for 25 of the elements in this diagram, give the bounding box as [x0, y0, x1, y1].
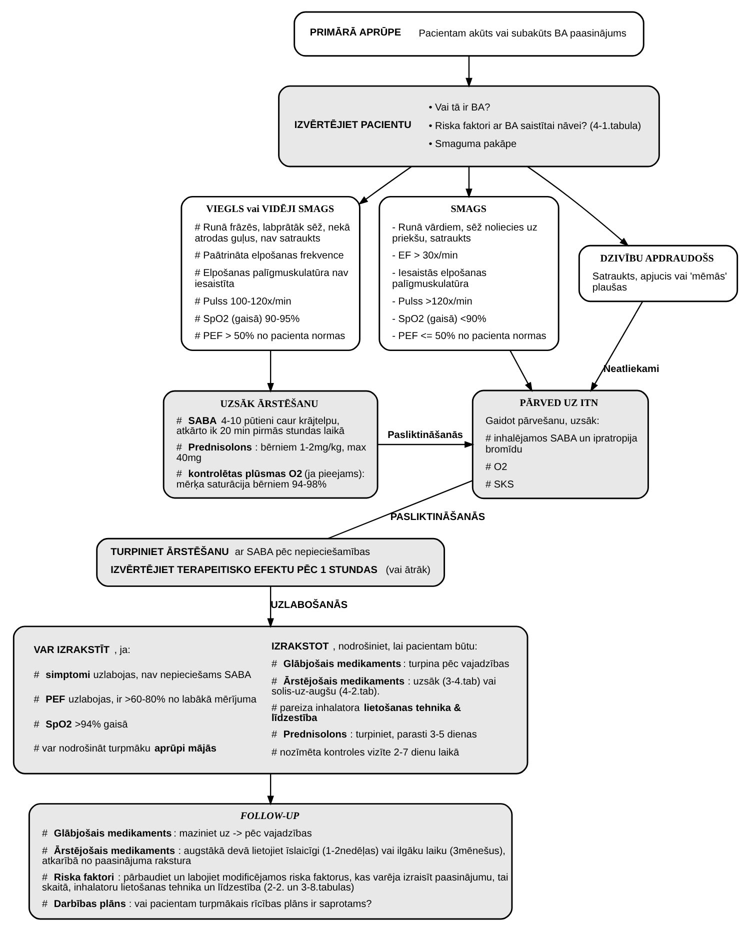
node-box: PRIMĀRĀ APRŪPE Pacientam akūts vai subakūts BA paasinājums — [293, 11, 644, 57]
arrow — [465, 166, 472, 198]
node-box: IZVĒRTĒJIET PACIENTU • Vai tā ir BA? • Riska faktori ar BA saistītai nāvei? (4-1.tabula) • Smaguma pakāpe — [278, 85, 660, 168]
arrow — [526, 166, 629, 247]
arrow — [266, 350, 274, 393]
node-box: VIEGLS vai VIDĒJI SMAGS # Runā frāzēs, labprātāk sēž, nekā atrodas guļus, nav satraukts # Paātrināta elpošanas frekvence # Elpošanas palīgmuskulatūra nav iesaistīta # Pulss 100-120x/min # SpO2 (gaisā) 90-95% # PEF > 50% no pacienta normas — [180, 196, 360, 352]
arrow — [590, 301, 643, 392]
arrow — [358, 166, 412, 205]
edge-label: PASLIKTINĀŠANĀS — [390, 512, 485, 524]
node-box: UZSĀK ĀRSTĒŠANU # SABA 4-10 pūtieni caur krājtelpu, atkārto ik 20 min pirmās stundas laikā # Prednisolons: bērniem 1-2mg/kg, max 40mg # kontrolētas plūsmas O2 (ja pieejams): mērķa saturācija bērniem 94-98% — [162, 390, 378, 499]
node-box: VAR IZRAKSTĪT, ja: # simptomi uzlabojas, nav nepieciešams SABA # PEF uzlabojas, ir >60-80% no labākā mērījuma # SpO2 >94% gaisā # var nodrošināt turpmāku aprūpi mājās IZRAKSTOT, nodrošiniet, lai pacientam būtu: # Glābjošais medikaments: turpina pēc vajadzības # Ārstējošais medikaments: uzsāk (3-4.tab) vai solis-uz-augšu (4-2.tab). # pareiza inhalatora lietošanas tehnika & līdzestība # Prednisolons: turpiniet, parasti 3-5 dienas # nozīmēta kontroles vizīte 2-7 dienu laikā — [12, 626, 528, 774]
arrow — [377, 441, 474, 448]
connector — [326, 480, 472, 540]
arrow — [465, 56, 472, 88]
edge-label: Pasliktināšanās — [387, 430, 463, 441]
node-box: PĀRVED UZ ITN Gaidot pārvešanu, uzsāk: # inhalējamos SABA un ipratropija bromīdu # O2 # SKS — [471, 390, 648, 500]
node-box: SMAGS - Runā vārdiem, sēž noliecies uz priekšu, satraukts - EF > 30x/min - Iesaistās elpošanas palīgmuskulatūra - Pulss >120x/min - SpO2 (gaisā) <90% - PEF <= 50% no pacienta normas — [378, 196, 559, 352]
arrow — [266, 586, 274, 628]
arrow — [509, 350, 532, 392]
arrow — [266, 774, 274, 806]
edge-label: UZLABOŠANĀS — [270, 600, 348, 611]
edge-label: Neatliekami — [602, 364, 659, 376]
node-box: FOLLOW-UP # Glābjošais medikaments: maziniet uz -> pēc vajadzības # Ārstējošais medikaments: augstākā devā lietojiet īslaicīgi (1-2nedēļas) vai ilgāku laiku (3mēnešus), atkarībā no paasinājuma rakstura # Riska faktori: pārbaudiet un labojiet modificējamos riska faktorus, kas varēja izraisīt paasinājumu, tai skaitā, inhalatoru lietošanas tehnika un līdzestība (2-2. un 3-8.tabulas) # Darbības plāns: vai pacientam turpmākais rīcības plāns ir saprotams? — [28, 803, 512, 920]
node-box: TURPINIET ĀRSTĒŠANU ar SABA pēc nepieciešamības IZVĒRTĒJIET TERAPEITISKO EFEKTU PĒC 1 STUNDAS (vai ātrāk) — [96, 538, 445, 587]
node-box: DZIVĪBU APDRAUDOŠS Satraukts, apjucis vai 'mēmās' plaušas — [578, 244, 738, 302]
